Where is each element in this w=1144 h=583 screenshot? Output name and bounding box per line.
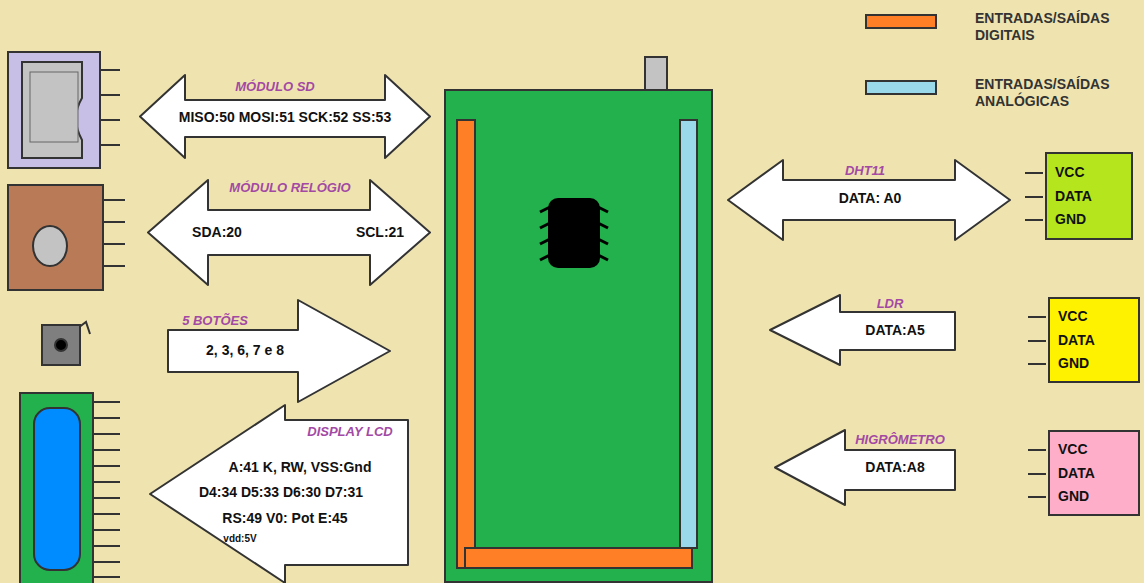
- pin-label: VCC: [1055, 165, 1085, 180]
- pin-mapping: DATA: A0: [839, 191, 902, 206]
- arduino-board: [445, 57, 712, 582]
- pin-mapping: SDA:20: [192, 225, 242, 240]
- pin-label: GND: [1055, 212, 1086, 227]
- arrow-outline: [728, 160, 1010, 240]
- signal-arrow: DISPLAY LCD A:41 K, RW, VSS:GndD4:34 D5:3…: [150, 405, 408, 583]
- legend-label: ENTRADAS/SAÍDAS DIGITAIS: [975, 10, 1140, 44]
- module-title: HIGRÔMETRO: [855, 433, 945, 447]
- usb-connector: [645, 57, 667, 91]
- lcd-display: [20, 393, 120, 583]
- arrow-outline: [775, 430, 955, 505]
- signal-arrow: HIGRÔMETRO DATA:A8: [775, 430, 955, 505]
- arrow-outline: [150, 405, 408, 583]
- module-title: LDR: [877, 297, 904, 311]
- sensor-module: VCC DATA GND: [1045, 152, 1133, 240]
- pin-label: GND: [1058, 489, 1089, 504]
- signal-arrow: MÓDULO SD MISO:50 MOSI:51 SCK:52 SS:53: [140, 75, 430, 158]
- pin-label: VCC: [1058, 309, 1088, 324]
- pin-label: DATA: [1058, 466, 1095, 481]
- signal-arrow: MÓDULO RELÓGIO SDA:20 SCL:21: [148, 180, 430, 285]
- module-title: DHT11: [845, 164, 885, 178]
- pin-label: DATA: [1058, 333, 1095, 348]
- module-title: MÓDULO RELÓGIO: [229, 181, 350, 195]
- digital-header: [457, 120, 475, 568]
- pin-mapping: RS:49 V0: Pot E:45: [222, 511, 347, 526]
- analog-header: [680, 120, 697, 548]
- arrow-outline: [140, 75, 430, 158]
- pin-mapping: DATA:A8: [865, 460, 924, 475]
- pin-mapping: SCL:21: [356, 225, 404, 240]
- legend-label: ENTRADAS/SAÍDAS ANALÓGICAS: [975, 76, 1140, 110]
- sensor-pins: [1025, 173, 1046, 497]
- sensor-module: VCC DATA GND: [1048, 430, 1140, 516]
- pin-mapping: vdd:5V: [223, 533, 256, 544]
- pin-label: GND: [1058, 356, 1089, 371]
- arrow-shape: [770, 295, 955, 365]
- legend-swatch: [865, 80, 937, 95]
- microcontroller: [548, 198, 600, 268]
- pin-mapping: DATA:A5: [865, 323, 924, 338]
- digital-header: [465, 548, 692, 568]
- arrow-outline: [168, 300, 390, 402]
- arrow-outline: [770, 295, 955, 365]
- signal-arrow: 5 BOTÕES 2, 3, 6, 7 e 8: [168, 300, 390, 402]
- module-title: MÓDULO SD: [235, 80, 314, 94]
- clock-module: [8, 185, 125, 290]
- sensor-module: VCC DATA GND: [1048, 297, 1140, 383]
- pin-mapping: MISO:50 MOSI:51 SCK:52 SS:53: [179, 110, 391, 125]
- module-title: DISPLAY LCD: [307, 425, 392, 439]
- pin-label: DATA: [1055, 189, 1092, 204]
- arrow-outline: [148, 180, 430, 285]
- module-title: 5 BOTÕES: [182, 314, 248, 328]
- push-button: [42, 322, 90, 365]
- pin-mapping: A:41 K, RW, VSS:Gnd: [229, 460, 372, 475]
- pin-label: VCC: [1058, 442, 1088, 457]
- pin-mapping: 2, 3, 6, 7 e 8: [206, 343, 284, 358]
- legend-swatch: [865, 14, 937, 29]
- signal-arrow: DHT11DATA: A0: [728, 160, 1010, 240]
- pin-mapping: D4:34 D5:33 D6:30 D7:31: [199, 485, 363, 500]
- signal-arrow: LDR DATA:A5: [770, 295, 955, 365]
- sd-module: [8, 52, 120, 168]
